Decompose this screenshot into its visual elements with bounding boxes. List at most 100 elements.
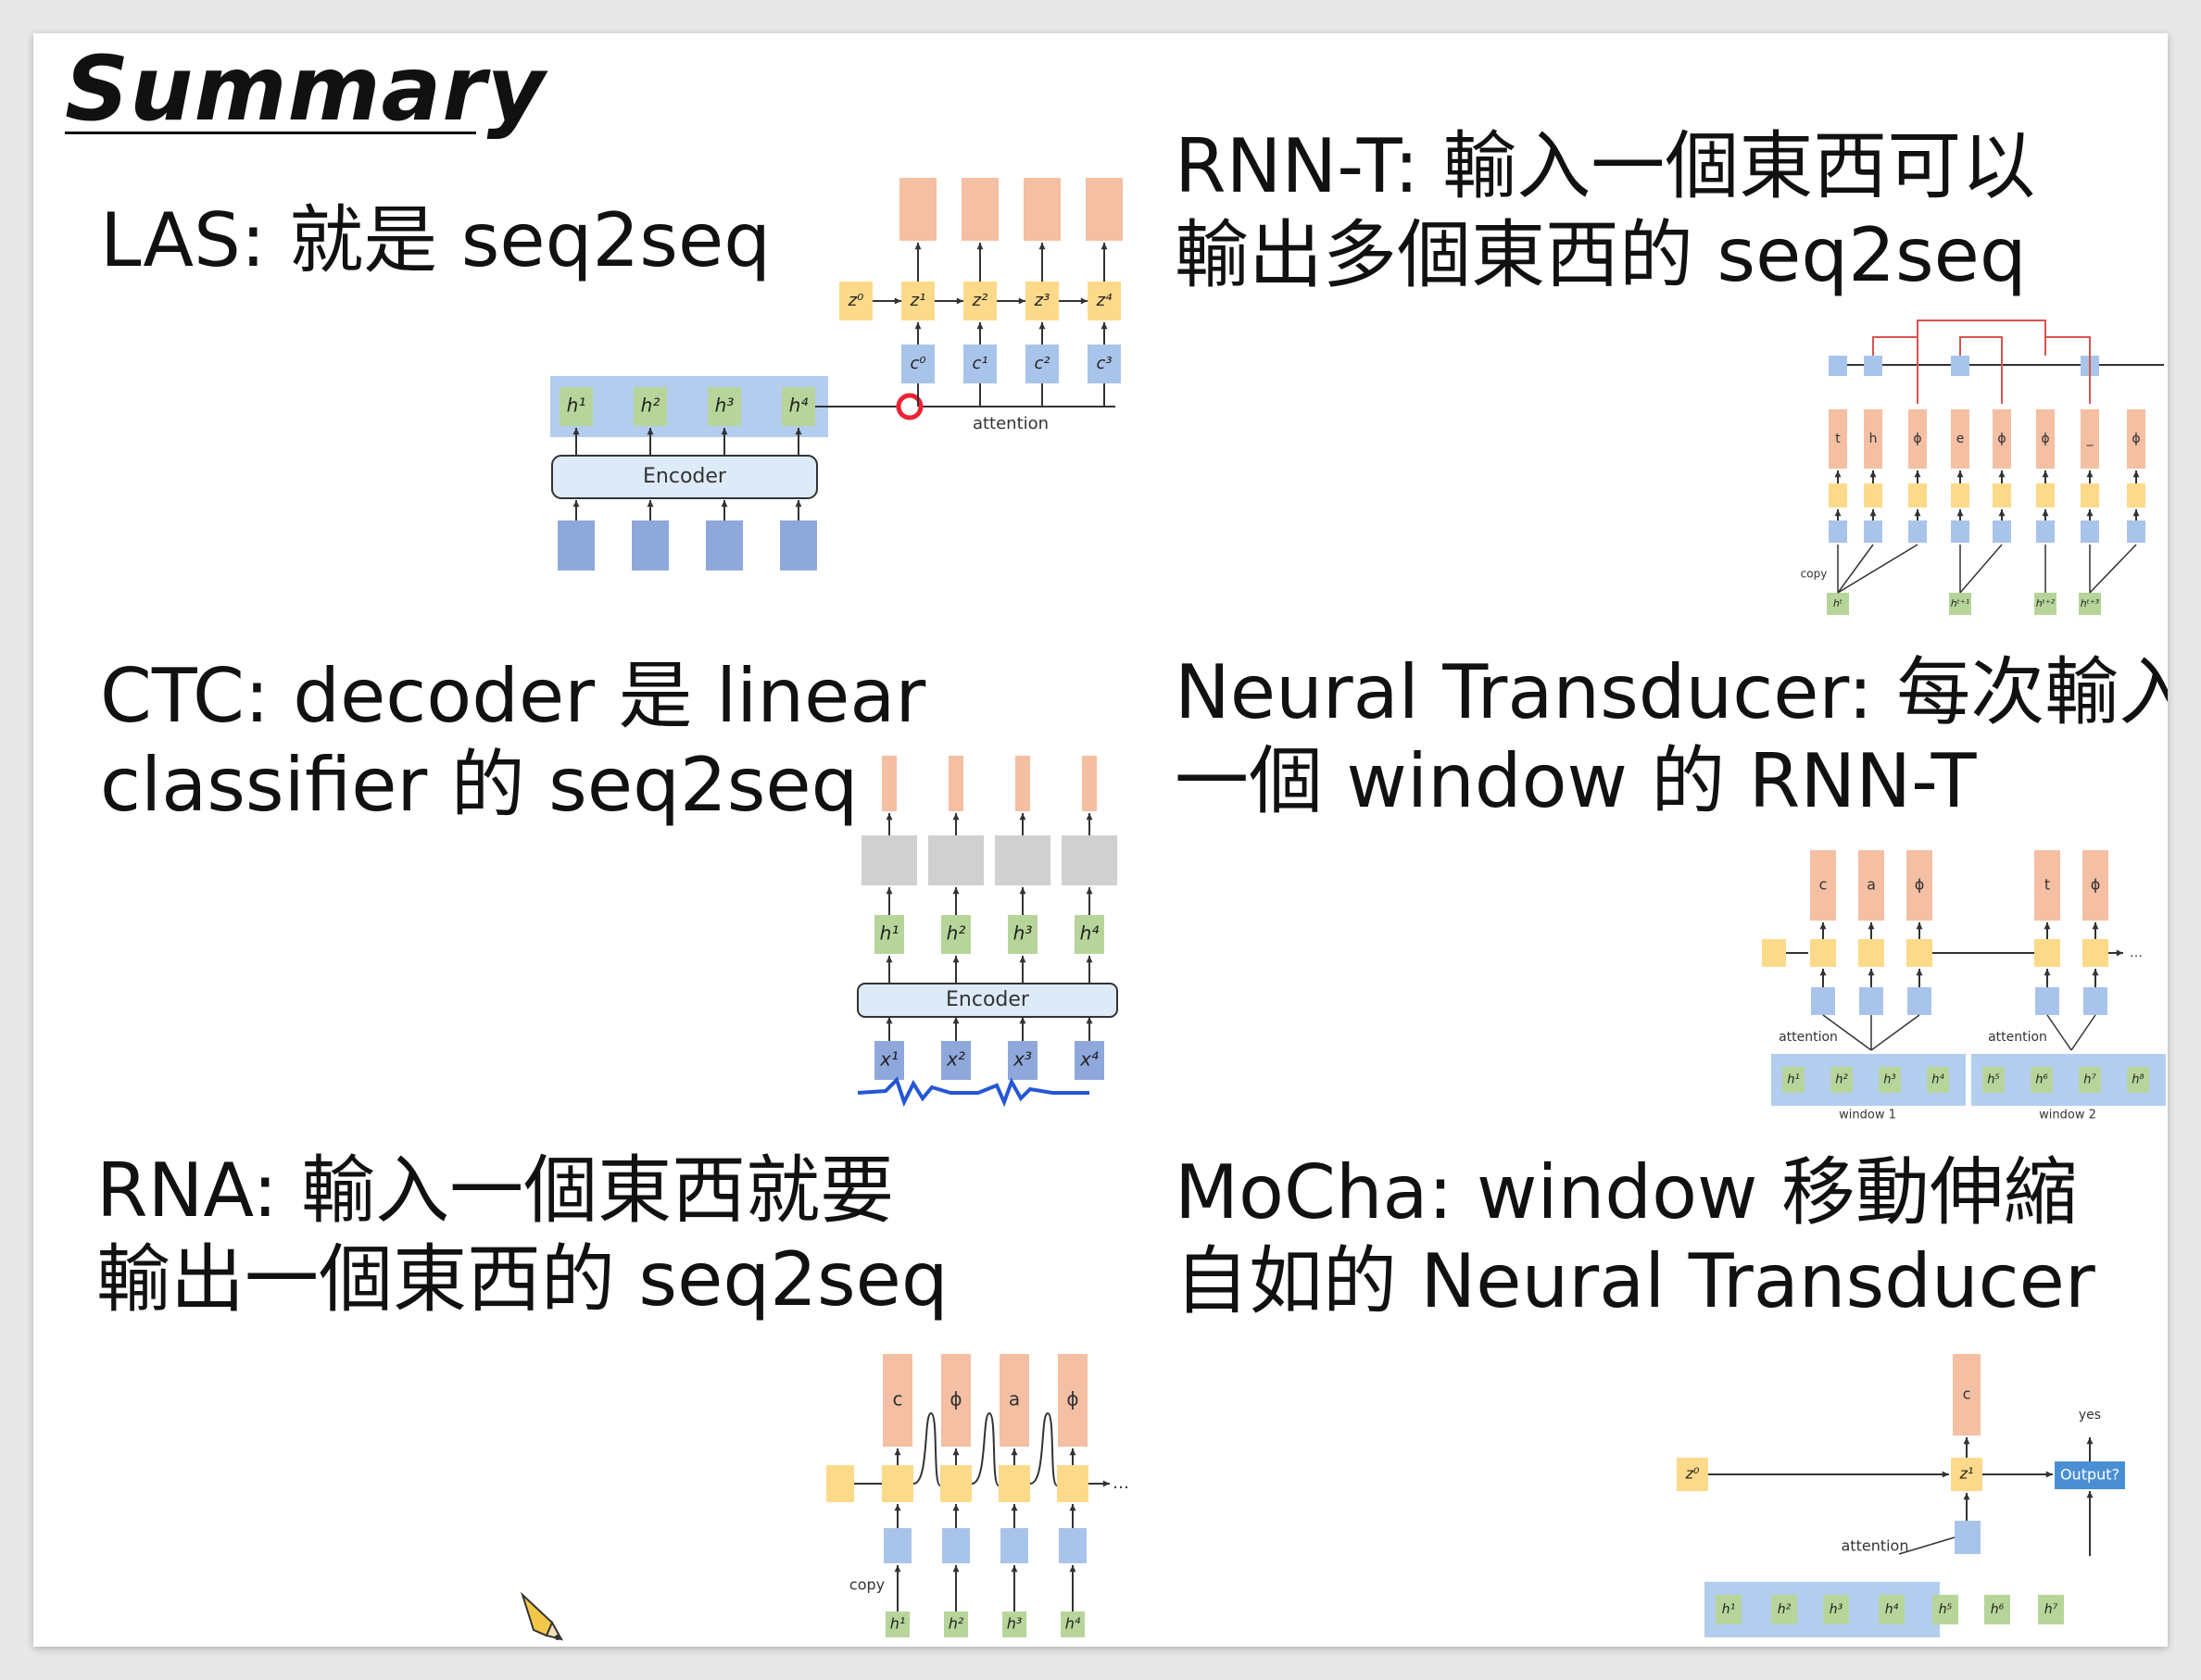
mocha-hidden-label: h⁴	[1885, 1602, 1899, 1617]
arrow-head	[1834, 470, 1842, 478]
rna-decoder-box	[1057, 1465, 1088, 1502]
rnnt-decoder-box	[1993, 483, 2011, 508]
nt-hidden-box	[2031, 1067, 2053, 1093]
nt-hidden-box	[1782, 1067, 1805, 1093]
arrow-head	[1956, 470, 1964, 478]
slide-title: Summary	[65, 37, 547, 141]
rnnt-context-box	[2036, 520, 2055, 543]
arrow-head	[2086, 1437, 2094, 1445]
nt-output-box	[1906, 850, 1932, 921]
nt-hidden-label: h⁷	[2083, 1073, 2096, 1087]
las-output-box	[1024, 178, 1061, 241]
arrow-head	[1038, 322, 1046, 330]
rnnt-decoder-box	[1829, 483, 1847, 508]
mocha-yes-label: yes	[2079, 1408, 2101, 1423]
mocha-decision-label: Output?	[2060, 1466, 2119, 1484]
nt-hidden-label: h⁸	[2132, 1073, 2144, 1087]
las-context-label: c⁰	[910, 354, 925, 373]
rnnt-output-label: ϕ	[2132, 432, 2140, 446]
mocha-decision-box	[2055, 1461, 2125, 1489]
arrow-head	[952, 1448, 960, 1456]
rna-hidden-label: h³	[1007, 1615, 1023, 1633]
arrow-head	[2045, 1471, 2053, 1478]
ctc-hidden-label: h¹	[880, 922, 899, 945]
arrow-head	[647, 500, 654, 508]
arrow-head	[1011, 1565, 1018, 1573]
arrow-head	[952, 813, 960, 821]
rnnt-hidden-box	[2034, 593, 2056, 615]
rnnt-copy-line	[1837, 544, 1874, 594]
arrow-head	[1916, 969, 1923, 976]
rnnt-copy-line	[2089, 544, 2137, 594]
arrow-head	[721, 500, 728, 508]
arrow-head	[952, 1565, 960, 1573]
mocha-attn-line	[1898, 1536, 1956, 1555]
arrow-head	[1019, 887, 1026, 895]
arrow-head	[894, 1448, 901, 1456]
rna-decoder-box	[999, 1465, 1030, 1502]
arrow-head	[2044, 969, 2051, 976]
rnnt-output-box	[1951, 409, 1969, 469]
slide: Summary LAS: 就是 seq2seq CTC: decoder 是 l…	[33, 33, 2168, 1647]
nt-output-label: c	[1819, 876, 1828, 894]
arrow-head	[886, 813, 893, 821]
rna-context-box	[884, 1528, 912, 1563]
rnnt-copy-line	[1959, 544, 2003, 594]
arrow-head	[1868, 969, 1875, 976]
arrow-head	[1963, 1437, 1970, 1445]
arrow-head	[2132, 470, 2140, 478]
rnnt-hidden-label: hᵗ⁺¹	[1951, 597, 1969, 609]
rna-output-box	[941, 1354, 971, 1447]
las-input-box	[558, 520, 595, 570]
rnnt-loop	[1872, 336, 1918, 404]
rnnt-hidden-label: hᵗ	[1833, 597, 1843, 609]
rnnt-output-label: ϕ	[2041, 432, 2049, 446]
arrow-head	[572, 428, 580, 435]
rnnt-output-label: e	[1956, 432, 1965, 446]
rnnt-state-box	[1829, 356, 1847, 376]
las-decoder-box	[1088, 282, 1121, 320]
rna-decoder-box	[882, 1465, 913, 1502]
ctc-output-box	[882, 756, 897, 811]
ctc-text-line2: classifier 的 seq2seq	[100, 742, 859, 828]
arrow-head	[914, 322, 922, 330]
arrow-head	[886, 956, 893, 963]
ctc-encoder-box	[857, 983, 1118, 1018]
las-encoder-label: Encoder	[643, 465, 727, 488]
arrow-head	[2092, 969, 2099, 976]
rna-hidden-box	[944, 1611, 968, 1637]
ctc-classifier-box	[995, 835, 1050, 885]
las-output-box	[1086, 178, 1123, 241]
rnnt-hidden-box	[1949, 593, 1971, 615]
mocha-hidden-box	[1879, 1595, 1905, 1624]
rnnt-decoder-box	[2081, 483, 2099, 508]
arrow-head	[795, 428, 802, 435]
nt-output-label: a	[1867, 876, 1876, 894]
las-cursor-dot	[896, 393, 924, 420]
las-context-label: c³	[1096, 354, 1112, 373]
ctc-classifier-box	[1062, 835, 1117, 885]
arrow-head	[2116, 949, 2123, 957]
arrow-head	[1102, 1480, 1110, 1487]
mocha-hidden-box	[1984, 1595, 2010, 1624]
mocha-attention-label: attention	[1842, 1537, 1909, 1555]
arrow-head	[1018, 297, 1025, 305]
nt-decoder-box	[1858, 939, 1884, 967]
rnnt-loop	[1959, 336, 2003, 404]
rnnt-output-label: h	[1869, 432, 1878, 446]
arrow-head	[795, 500, 802, 508]
las-hidden-label: h²	[641, 395, 660, 417]
mocha-hidden-label: h¹	[1722, 1602, 1736, 1617]
rna-output-label: c	[893, 1388, 903, 1410]
rna-context-box	[1059, 1528, 1087, 1563]
rnnt-output-box	[1829, 409, 1847, 469]
nt-hidden-label: h³	[1883, 1073, 1895, 1087]
las-output-box	[899, 178, 937, 241]
arrow-head	[1019, 1017, 1026, 1024]
rna-output-box	[883, 1354, 912, 1447]
nt-attention-label: attention	[1779, 1030, 1838, 1045]
rnnt-decoder-box	[1951, 483, 1969, 508]
